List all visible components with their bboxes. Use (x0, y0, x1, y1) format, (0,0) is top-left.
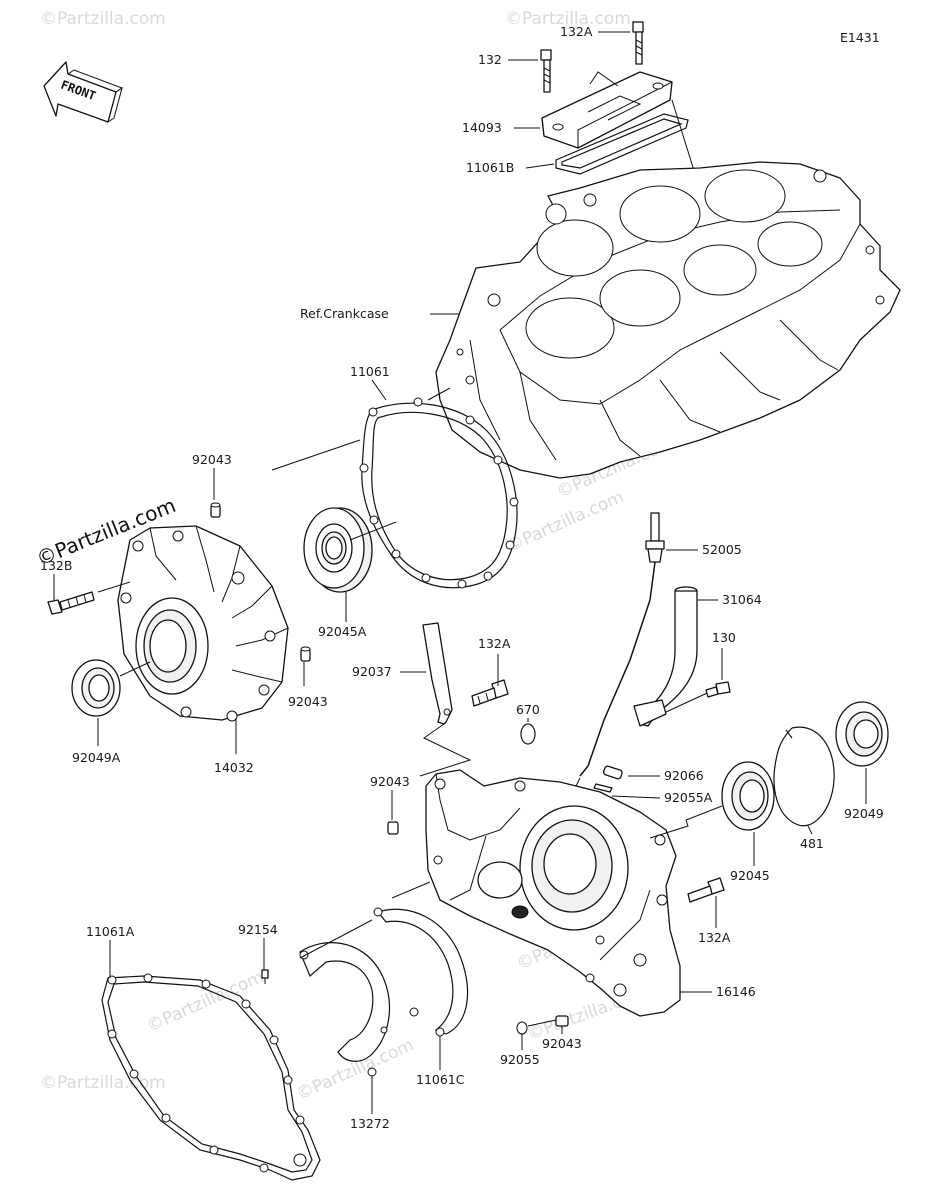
o-ring-670 (520, 723, 536, 745)
callout-11061: 11061 (350, 364, 390, 379)
watermark: ©Partzilla.com (40, 9, 166, 29)
callout-16146: 16146 (716, 984, 756, 999)
bolt-132A-mid (471, 679, 509, 707)
bolt-132A-low (687, 877, 725, 903)
gasket-11061 (359, 397, 519, 589)
seal-92045 (721, 761, 775, 831)
callout-92043: 92043 (192, 452, 232, 467)
gasket-11061A (101, 973, 321, 1181)
callout-132: 132 (478, 52, 502, 67)
diagram-code: E1431 (840, 30, 880, 45)
callout-31064: 31064 (722, 592, 762, 607)
callout-670: 670 (516, 702, 540, 717)
gasket-11061B (555, 113, 689, 175)
oil-tube-31064 (633, 586, 698, 727)
cover-14032 (117, 525, 289, 722)
callout-ref-crankcase: Ref.Crankcase (300, 306, 389, 321)
cover-16146 (425, 769, 681, 1017)
callout-92055A: 92055A (664, 790, 713, 805)
circlip-481 (773, 726, 835, 827)
callout-130: 130 (712, 630, 736, 645)
callout-14093: 14093 (462, 120, 502, 135)
dowel-92043-a (210, 502, 221, 518)
pin-92055A (593, 783, 613, 793)
bearing-92045A (303, 507, 373, 593)
watermark: ©Partzilla.com (40, 1073, 166, 1093)
callout-92049A: 92049A (72, 750, 121, 765)
callout-132A: 132A (698, 930, 731, 945)
washer-92055 (516, 1021, 528, 1035)
bolt-132-top (540, 49, 552, 93)
callout-92154: 92154 (238, 922, 278, 937)
plate-13272 (299, 942, 391, 1062)
callout-11061C: 11061C (416, 1072, 465, 1087)
callout-92043: 92043 (370, 774, 410, 789)
callout-11061A: 11061A (86, 924, 135, 939)
dowel-92043-b (300, 646, 311, 662)
crankcase-ref (435, 161, 901, 479)
callout-92045: 92045 (730, 868, 770, 883)
callout-132A: 132A (560, 24, 593, 39)
callout-92043: 92043 (542, 1036, 582, 1051)
bracket-92037 (422, 622, 453, 725)
screw-92154 (261, 969, 269, 984)
leader-lines (53, 31, 867, 1114)
callout-132A: 132A (478, 636, 511, 651)
bolt-132B (47, 591, 95, 615)
callout-52005: 52005 (702, 542, 742, 557)
dowel-92043-c (387, 821, 399, 835)
callout-92049: 92049 (844, 806, 884, 821)
bolt-130 (705, 681, 731, 698)
callout-132B: 132B (40, 558, 72, 573)
gasket-11061C (376, 908, 469, 1035)
oil-seal-92049A (71, 659, 121, 717)
callout-92055: 92055 (500, 1052, 540, 1067)
cover-14093 (541, 71, 673, 149)
callout-13272: 13272 (350, 1116, 390, 1131)
callout-14032: 14032 (214, 760, 254, 775)
callout-11061B: 11061B (466, 160, 514, 175)
callout-481: 481 (800, 836, 824, 851)
callout-92043: 92043 (288, 694, 328, 709)
callout-92045A: 92045A (318, 624, 367, 639)
callout-92066: 92066 (664, 768, 704, 783)
oil-seal-92049 (835, 701, 889, 767)
dowel-92043-d (555, 1015, 569, 1027)
spring-92066 (603, 765, 623, 780)
watermark: ©Partzilla.com (505, 9, 631, 29)
callout-92037: 92037 (352, 664, 392, 679)
front-arrow-icon: FRONT (43, 61, 124, 123)
dipstick-52005 (579, 512, 665, 777)
bolt-132A-top (632, 21, 644, 65)
callout-labels: 132A 132 14093 11061B Ref.Crankcase 1106… (40, 24, 884, 1131)
watermark: ©Partzilla.com (294, 1035, 417, 1104)
